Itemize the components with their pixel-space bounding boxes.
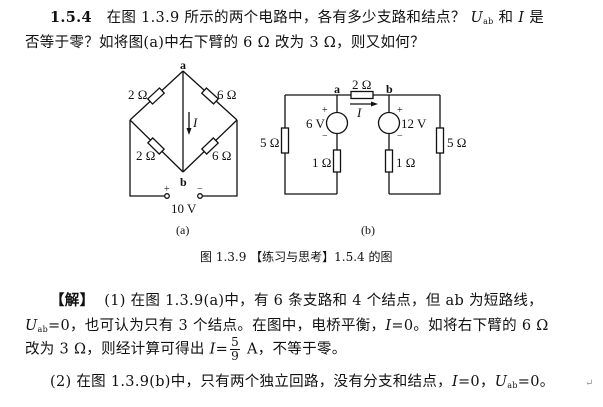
resistor-top-left xyxy=(146,87,166,105)
minus-6v: − xyxy=(322,131,328,142)
figure-label-a: (a) xyxy=(176,223,189,237)
solution-text: =0， xyxy=(457,374,495,390)
fraction-denominator: 9 xyxy=(231,349,240,363)
plus-12v: + xyxy=(397,105,403,116)
plus-label-a: + xyxy=(164,184,170,195)
resistor-bottom-right xyxy=(200,137,220,155)
r-top-right-label: 6 Ω xyxy=(217,87,236,102)
symbol-i: I xyxy=(385,318,392,334)
solution-line-4: (2) 在图 1.3.9(b)中，只有两个独立回路，没有分支和结点，I=0，Ua… xyxy=(50,370,555,391)
r-left-outer-label: 5 Ω xyxy=(260,135,279,150)
r-bottom-right-label: 6 Ω xyxy=(212,148,231,163)
wire xyxy=(129,120,165,197)
solution-text: A，不等于零。 xyxy=(246,341,347,358)
node-a-label-b: a xyxy=(334,82,340,96)
r-middle-label: 2 Ω xyxy=(352,77,371,92)
solution-text: (2) 在图 1.3.9(b)中，只有两个独立回路，没有分支和结点， xyxy=(50,374,452,390)
symbol-u-sub: ab xyxy=(507,381,518,390)
problem-line-1: 1.5.4 在图 1.3.9 所示的两个电路中，各有多少支路和结点？ Uab 和… xyxy=(50,6,544,27)
r-right-outer-label: 5 Ω xyxy=(447,135,466,150)
minus-12v: − xyxy=(397,131,403,142)
problem-text: 在图 1.3.9 所示的两个电路中，各有多少支路和结点？ xyxy=(106,10,466,26)
source-6v xyxy=(325,111,349,135)
source-label-a: 10 V xyxy=(171,201,197,216)
wire xyxy=(202,120,238,197)
r-right-inner-label: 1 Ω xyxy=(396,155,415,170)
figure-label-b: (b) xyxy=(361,223,375,237)
resistor-5ohm-right xyxy=(435,127,445,154)
equals-sign: = xyxy=(215,341,229,358)
resistor-top-right xyxy=(200,87,220,105)
symbol-u: U xyxy=(494,374,508,390)
resistor-bottom-left xyxy=(146,136,166,156)
r-bottom-left-label: 2 Ω xyxy=(136,148,155,163)
figure-caption: 图 1.3.9 【练习与思考】1.5.4 的图 xyxy=(200,250,393,264)
arrow-head-icon xyxy=(371,101,378,107)
problem-text-and: 和 xyxy=(498,10,514,26)
resistor-5ohm-left xyxy=(280,127,290,154)
symbol-i: I xyxy=(451,374,458,390)
solution-tag: 【解】 xyxy=(50,292,95,309)
solution-text: (1) 在图 1.3.9(a)中，有 6 条支路和 4 个结点，但 ab 为短路… xyxy=(104,293,543,309)
problem-line-2: 否等于零？如将图(a)中右下臂的 6 Ω 改为 3 Ω，则又如何？ xyxy=(25,31,425,52)
symbol-u-sub: ab xyxy=(37,325,49,334)
problem-text-is: 是 xyxy=(529,10,544,26)
terminal-minus xyxy=(197,193,203,199)
r-top-left-label: 2 Ω xyxy=(128,87,147,102)
return-mark: ↵ xyxy=(585,378,594,389)
source-12v xyxy=(377,111,401,135)
resistor-1ohm-left xyxy=(332,149,342,173)
symbol-u-sub: ab xyxy=(483,17,494,26)
solution-text: =0。如将右下臂的 6 Ω xyxy=(391,318,549,334)
plus-6v: + xyxy=(322,105,328,116)
wire xyxy=(284,95,337,195)
node-b-label-b: b xyxy=(386,82,393,96)
current-label-b: I xyxy=(356,105,362,120)
solution-text: 改为 3 Ω，则经计算可得出 xyxy=(25,341,205,358)
solution-text: =0。 xyxy=(517,374,555,390)
solution-text: =0，也可认为只有 3 个结点。在图中，电桥平衡， xyxy=(48,318,386,334)
circuit-a xyxy=(129,70,238,199)
solution-line-1: 【解】 (1) 在图 1.3.9(a)中，有 6 条支路和 4 个结点，但 ab… xyxy=(50,289,543,310)
solution-line-2: Uab=0，也可认为只有 3 个结点。在图中，电桥平衡，I=0。如将右下臂的 6… xyxy=(25,314,549,335)
r-left-inner-label: 1 Ω xyxy=(312,155,331,170)
node-a-label: a xyxy=(180,58,186,72)
symbol-u: U xyxy=(470,10,484,26)
problem-text-2: 否等于零？如将图(a)中右下臂的 6 Ω 改为 3 Ω，则又如何？ xyxy=(25,35,425,51)
symbol-u: U xyxy=(25,318,38,334)
circuit-b xyxy=(280,90,445,195)
terminal-plus xyxy=(164,193,170,199)
node-b-label: b xyxy=(180,175,187,189)
current-label-a: I xyxy=(192,115,198,130)
fraction-numerator: 5 xyxy=(230,335,241,350)
problem-number: 1.5.4 xyxy=(50,9,92,26)
symbol-i: I xyxy=(209,341,216,358)
symbol-i: I xyxy=(518,10,525,26)
resistor-1ohm-right xyxy=(384,149,394,173)
arrow-head-icon xyxy=(186,128,192,135)
src-left-label: 6 V xyxy=(306,116,326,131)
src-right-label: 12 V xyxy=(401,116,427,131)
resistor-2ohm xyxy=(350,90,374,100)
minus-label-a: − xyxy=(197,184,203,195)
